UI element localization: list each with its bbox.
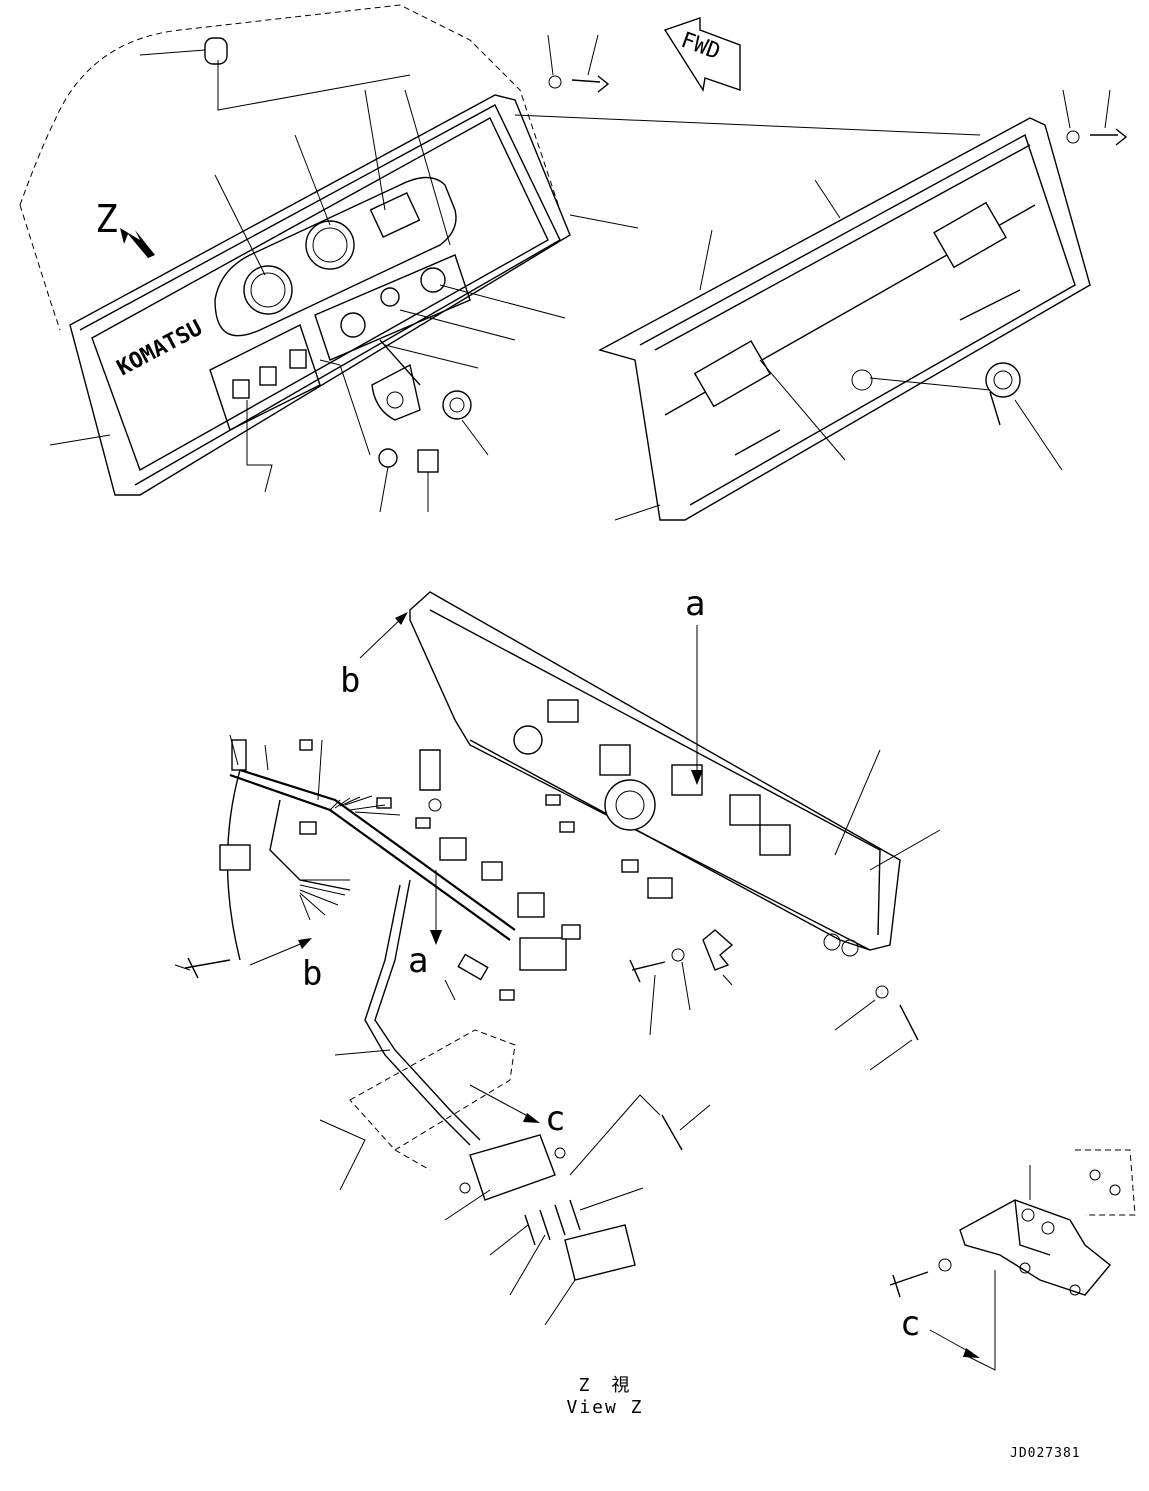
view-z-marker: Z xyxy=(95,197,118,241)
wiring-harness-view: a a b b c xyxy=(174,584,941,1326)
view-caption-en: View Z xyxy=(566,1397,644,1418)
detail-a-label-2: a xyxy=(408,941,428,981)
drawing-number: JD027381 xyxy=(1010,1446,1081,1461)
detail-b-label-2: b xyxy=(302,954,322,994)
view-caption: Z 視 View Z xyxy=(560,1375,650,1419)
komatsu-logo: KOMATSU xyxy=(113,316,207,382)
view-caption-jp: Z 視 xyxy=(578,1375,632,1396)
detail-b-label: b xyxy=(340,661,360,701)
detail-c-view: c xyxy=(889,1149,1136,1371)
detail-c-label: c xyxy=(545,1099,565,1139)
fwd-arrow: FWD xyxy=(663,17,741,92)
dashboard-front-view: KOMATSU Z xyxy=(19,4,639,513)
detail-a-label: a xyxy=(685,584,705,624)
hour-meter xyxy=(369,192,421,238)
key-switch xyxy=(340,312,366,338)
cover-lock xyxy=(985,362,1021,398)
detail-c-marker: c xyxy=(900,1304,920,1344)
dashboard-cover-view xyxy=(514,89,1128,521)
